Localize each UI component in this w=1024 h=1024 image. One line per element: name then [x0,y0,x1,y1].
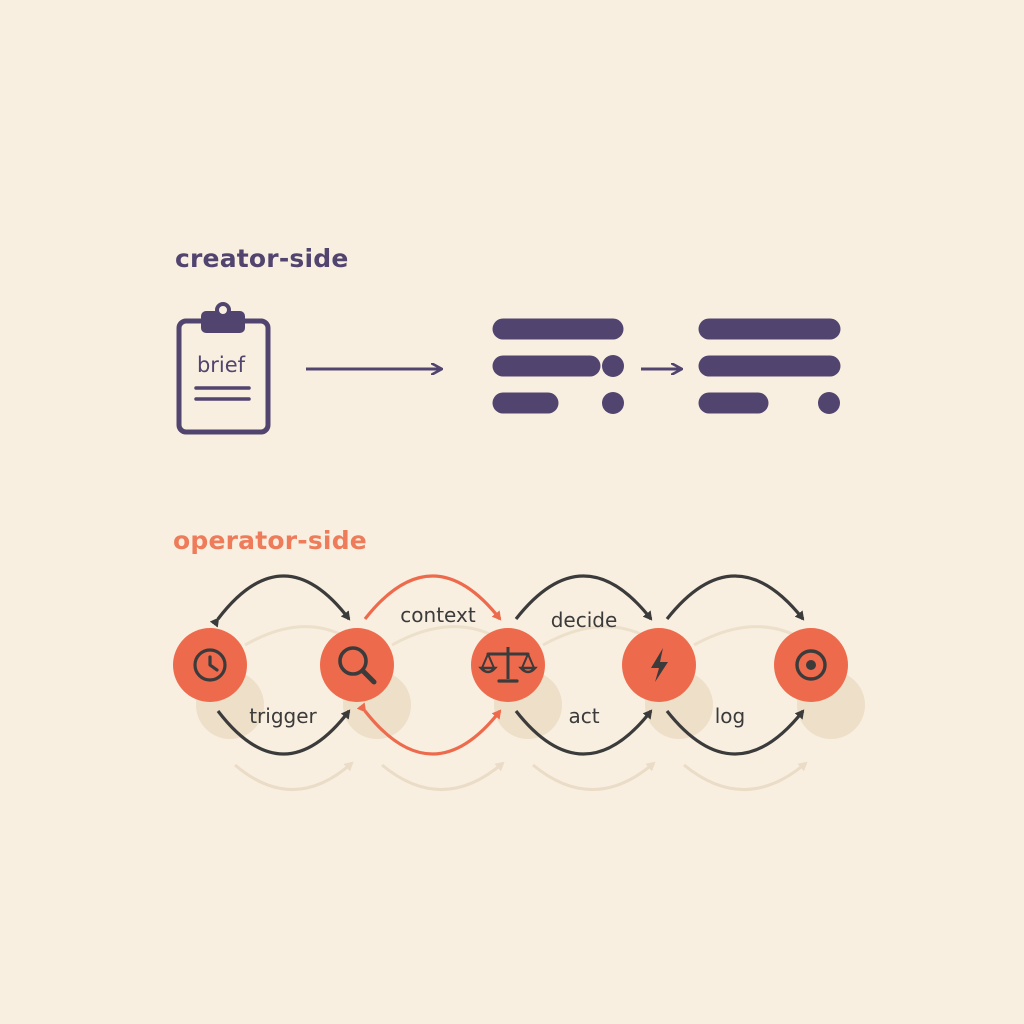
ghost-arc [532,761,656,791]
text-lines-icon [698,318,841,414]
loop-node [471,628,545,702]
loop-arc-top [514,574,653,621]
loop-arc-bottom [356,702,502,756]
loop-arc-top [209,574,351,628]
arc-label-trigger: trigger [249,704,317,728]
loop-arc-bottom [216,709,351,756]
scale-icon [478,647,538,683]
arc-label-log: log [715,704,746,728]
ghost-arc [381,761,505,791]
target-icon [795,649,827,681]
loop-node [774,628,848,702]
arc-label-context: context [400,603,476,627]
search-icon [338,646,377,685]
loop-node [622,628,696,702]
clock-icon [193,648,227,682]
loop-arc-bottom [514,709,653,756]
arc-label-act: act [568,704,599,728]
loop-arc-top [363,574,502,621]
loop-arc-top [665,574,805,621]
loop-node [320,628,394,702]
loop-node [173,628,247,702]
loop-arc-bottom [665,709,805,756]
ghost-arc [683,761,808,791]
operator-side-label: operator-side [173,526,367,555]
operator-nodes [173,628,848,702]
clipboard-icon [176,302,271,435]
text-lines-icon [492,318,624,414]
node-shadows [196,671,865,739]
ghost-arc [234,761,354,791]
creator-side-label: creator-side [175,244,349,273]
brief-label: brief [197,353,246,377]
brief-document: brief [176,302,271,435]
arc-labels: trigger context decide act log [249,603,745,728]
loop-arcs [209,574,805,756]
arc-label-decide: decide [551,608,618,632]
lightning-icon [651,648,668,682]
node-circle [320,628,394,702]
